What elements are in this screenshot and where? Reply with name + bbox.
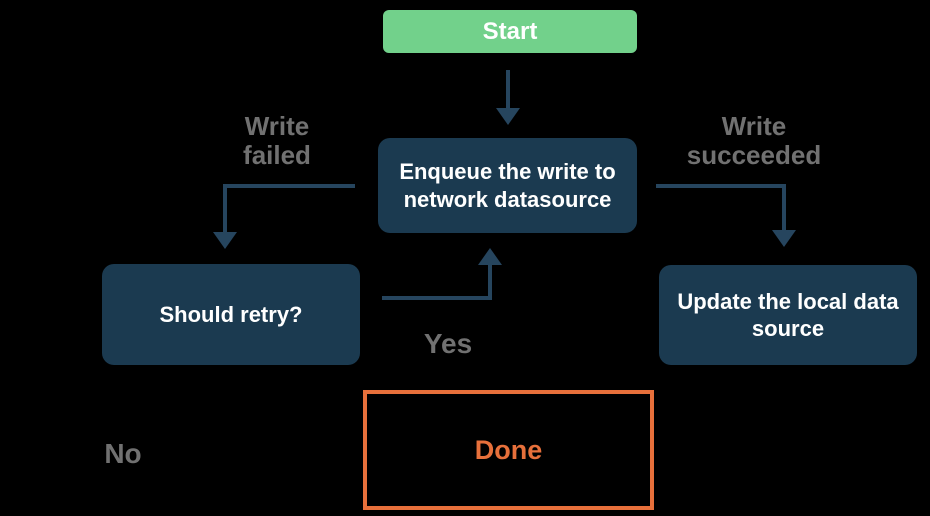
edge-write-succeeded-vline <box>782 184 786 232</box>
node-should-retry: Should retry? <box>102 264 360 365</box>
edge-yes-vline <box>488 264 492 300</box>
arrowhead-down-icon <box>772 230 796 247</box>
edge-write-succeeded-hline <box>656 184 786 188</box>
arrowhead-down-icon <box>213 232 237 249</box>
edge-label-yes: Yes <box>423 328 473 359</box>
edge-yes-hline <box>382 296 492 300</box>
arrowhead-down-icon <box>496 108 520 125</box>
arrowhead-up-icon <box>478 248 502 265</box>
node-start: Start <box>383 10 637 53</box>
node-done: Done <box>363 390 654 510</box>
edge-label-write-failed: Write failed <box>243 111 311 171</box>
edge-label-write-succeeded: Write succeeded <box>686 111 822 171</box>
edge-label-no: No <box>104 438 142 469</box>
node-enqueue-write: Enqueue the write to network datasource <box>378 138 637 233</box>
node-update-local-datasource: Update the local data source <box>659 265 917 365</box>
edge-start-to-enqueue-line <box>506 70 510 112</box>
edge-write-failed-hline <box>223 184 355 188</box>
edge-write-failed-vline <box>223 184 227 234</box>
